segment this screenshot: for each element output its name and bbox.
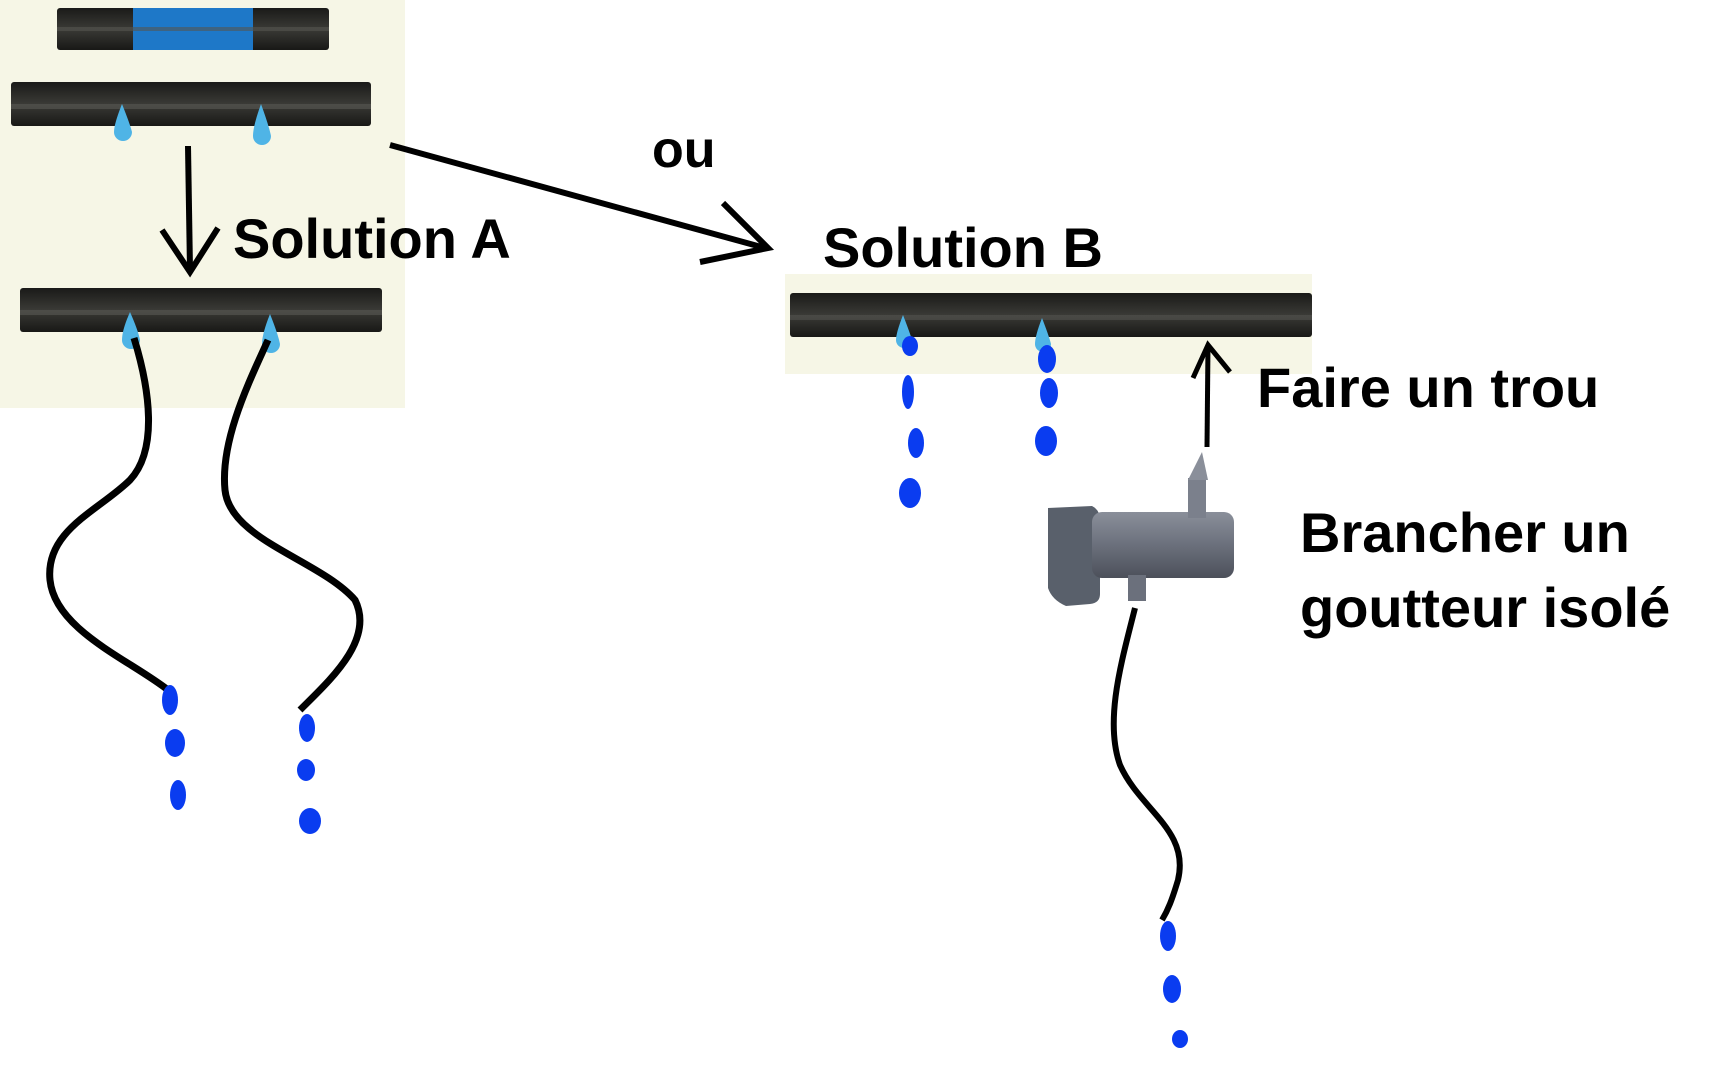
arrow-up-icon [1190, 340, 1232, 448]
micro-tube-left [46, 336, 171, 693]
isolated-dripper-tube [1110, 607, 1183, 922]
or-label: ou [652, 121, 716, 179]
arrow-down-icon [159, 145, 221, 278]
connect-dripper-label-line2: goutteur isolé [1300, 576, 1671, 639]
connect-dripper-label-line1: Brancher un [1300, 501, 1630, 564]
dripper-connector-icon [1048, 452, 1234, 606]
solution-a-pipe-icon [20, 288, 382, 353]
water-drops-emitter-1 [899, 336, 924, 508]
water-drops-right [297, 714, 321, 834]
solution-b-pipe-icon [790, 293, 1312, 352]
solution-a-label: Solution A [233, 207, 511, 270]
water-drops-emitter-2 [1035, 345, 1058, 456]
water-drops-left [162, 685, 186, 810]
emitter-drop [253, 104, 271, 145]
arrow-right-icon [389, 142, 775, 265]
micro-tube-right [220, 338, 364, 713]
solution-b-label: Solution B [823, 216, 1103, 279]
clogged-pipe-icon [57, 8, 329, 50]
water-drops-isolated [1160, 921, 1188, 1048]
make-hole-label: Faire un trou [1257, 356, 1600, 419]
emitter-drop [114, 104, 132, 141]
solution-a-photo-panel [0, 0, 405, 408]
dripping-pipe-icon [11, 82, 371, 145]
